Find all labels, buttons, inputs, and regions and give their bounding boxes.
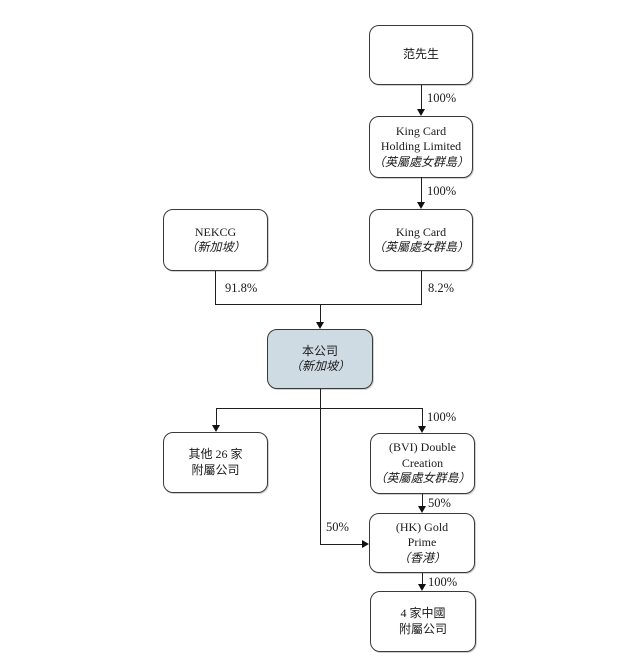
- edge-nekcg-stub: [214, 271, 216, 304]
- node-king-card-jurisdiction: （英屬處女群島）: [372, 240, 469, 254]
- edge-bus-to-other: [215, 407, 217, 426]
- node-china-subsidiaries-line1: 4 家中國: [400, 606, 446, 620]
- arrowhead-to-other: [211, 425, 220, 432]
- arrowhead-fan-to-holding: [416, 109, 425, 116]
- node-bvi-double-creation-name2: Creation: [401, 455, 444, 470]
- node-mr-fan-label: 范先生: [402, 47, 439, 62]
- node-nekcg: NEKCG （新加坡）: [163, 209, 268, 271]
- edge-company-to-hkgold: [319, 544, 363, 546]
- node-china-subsidiaries-line2: 附屬公司: [398, 621, 447, 636]
- node-hk-gold-prime-jurisdiction: （香港）: [397, 550, 446, 565]
- arrowhead-to-company: [315, 322, 324, 329]
- edge-bus-to-company: [319, 303, 321, 323]
- node-bvi-double-creation-jurisdiction: （英屬處女群島）: [374, 471, 471, 486]
- node-hk-gold-prime: (HK) Gold Prime （香港）: [369, 513, 475, 573]
- node-king-card-holding-name2: Holding Limited: [380, 139, 462, 154]
- node-mr-fan: 范先生: [369, 25, 473, 85]
- node-nekcg-jurisdiction: （新加坡）: [185, 240, 246, 254]
- label-pct-company-to-bvi: 100%: [427, 410, 457, 424]
- label-pct-bvi-to-hkgold: 50%: [428, 496, 451, 510]
- node-company: 本公司 （新加坡）: [267, 329, 373, 389]
- label-pct-fan-to-holding: 100%: [427, 91, 457, 105]
- arrowhead-company-to-hkgold: [362, 539, 369, 548]
- label-pct-company-to-hkgold: 50%: [326, 520, 349, 534]
- label-pct-nekcg: 91.8%: [225, 281, 258, 295]
- edge-bus-to-bvi: [421, 407, 423, 427]
- node-king-card-holding-name1: King Card: [395, 123, 447, 138]
- node-company-jurisdiction: （新加坡）: [289, 359, 350, 373]
- edge-fan-to-holding: [420, 85, 422, 110]
- edge-company-trunk: [319, 389, 321, 545]
- edge-hkgold-to-china: [421, 573, 423, 585]
- node-china-subsidiaries: 4 家中國 附屬公司: [370, 591, 476, 652]
- node-king-card-holding: King Card Holding Limited （英屬處女群島）: [369, 116, 473, 178]
- node-king-card-holding-jurisdiction: （英屬處女群島）: [372, 154, 469, 169]
- label-pct-kingcard: 8.2%: [428, 281, 455, 295]
- arrowhead-holding-to-kingcard: [416, 202, 425, 209]
- node-company-name: 本公司: [301, 343, 338, 358]
- node-other-subsidiaries: 其他 26 家 附屬公司: [163, 432, 268, 493]
- node-king-card-name: King Card: [395, 224, 447, 239]
- arrowhead-bvi-to-hkgold: [417, 506, 426, 513]
- edge-split-bus: [215, 407, 423, 409]
- node-other-subsidiaries-line2: 附屬公司: [191, 462, 240, 477]
- node-bvi-double-creation: (BVI) Double Creation （英屬處女群島）: [370, 433, 475, 494]
- edge-bvi-to-hkgold: [421, 494, 423, 507]
- node-nekcg-name: NEKCG: [194, 224, 237, 239]
- node-king-card: King Card （英屬處女群島）: [369, 209, 473, 271]
- arrowhead-hkgold-to-china: [417, 584, 426, 591]
- edge-holding-to-kingcard: [420, 177, 422, 203]
- arrowhead-to-bvi: [417, 426, 426, 433]
- node-hk-gold-prime-name2: Prime: [407, 535, 437, 550]
- edge-merge-bus: [214, 303, 422, 305]
- label-pct-holding-to-kingcard: 100%: [427, 184, 457, 198]
- label-pct-hkgold-to-china: 100%: [428, 575, 458, 589]
- node-hk-gold-prime-name1: (HK) Gold: [395, 519, 449, 534]
- node-other-subsidiaries-line1: 其他 26 家: [188, 447, 243, 461]
- edge-kingcard-stub: [420, 271, 422, 304]
- node-bvi-double-creation-name1: (BVI) Double: [389, 440, 456, 455]
